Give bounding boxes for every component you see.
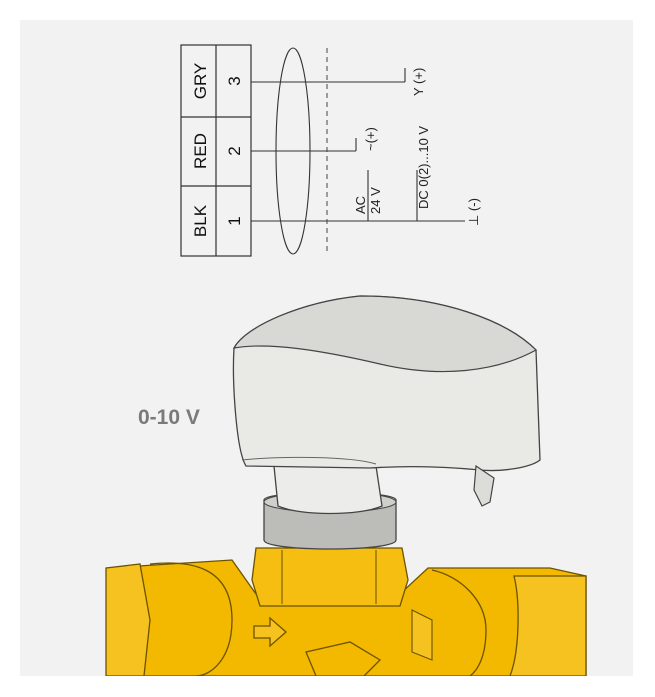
cable-bundle [275,47,311,255]
actuator-neck [273,465,383,515]
signal-range: DC 0(2)...10 V [416,126,431,209]
signal-type-label: 0-10 V [138,406,200,429]
terminal-2-color: RED [191,133,210,169]
figure-panel: GRY RED BLK 3 2 1 AC 24 V ~(+) DC 0(2)..… [20,20,633,676]
wires [251,68,465,222]
actuator [232,295,541,550]
valve-port-boss [305,641,382,676]
supply-label-ac: AC [353,196,368,214]
wiring-diagram: GRY RED BLK 3 2 1 AC 24 V ~(+) DC 0(2)..… [180,44,481,257]
left-union-nut [105,563,151,676]
ground-symbol: ⊥ (-) [466,198,481,226]
supply-symbol: ~(+) [363,127,378,151]
supply-label-voltage: 24 V [368,187,383,214]
terminal-1-number: 1 [225,216,244,225]
signal-symbol: Y (+) [411,68,426,96]
hex-bonnet [251,547,409,607]
cable-gland [473,464,495,507]
terminal-3-color: GRY [191,63,210,100]
housing-top [232,295,537,373]
terminal-2-number: 2 [225,146,244,155]
valve-assembly [105,547,587,676]
left-union-detail [149,562,233,676]
terminal-1-color: BLK [191,204,210,237]
wiring-and-actuator-figure: GRY RED BLK 3 2 1 AC 24 V ~(+) DC 0(2)..… [105,44,587,676]
flow-arrow-icon [253,616,287,648]
terminal-3-number: 3 [225,76,244,85]
right-pipe [509,575,587,676]
right-union-nut [431,569,487,676]
